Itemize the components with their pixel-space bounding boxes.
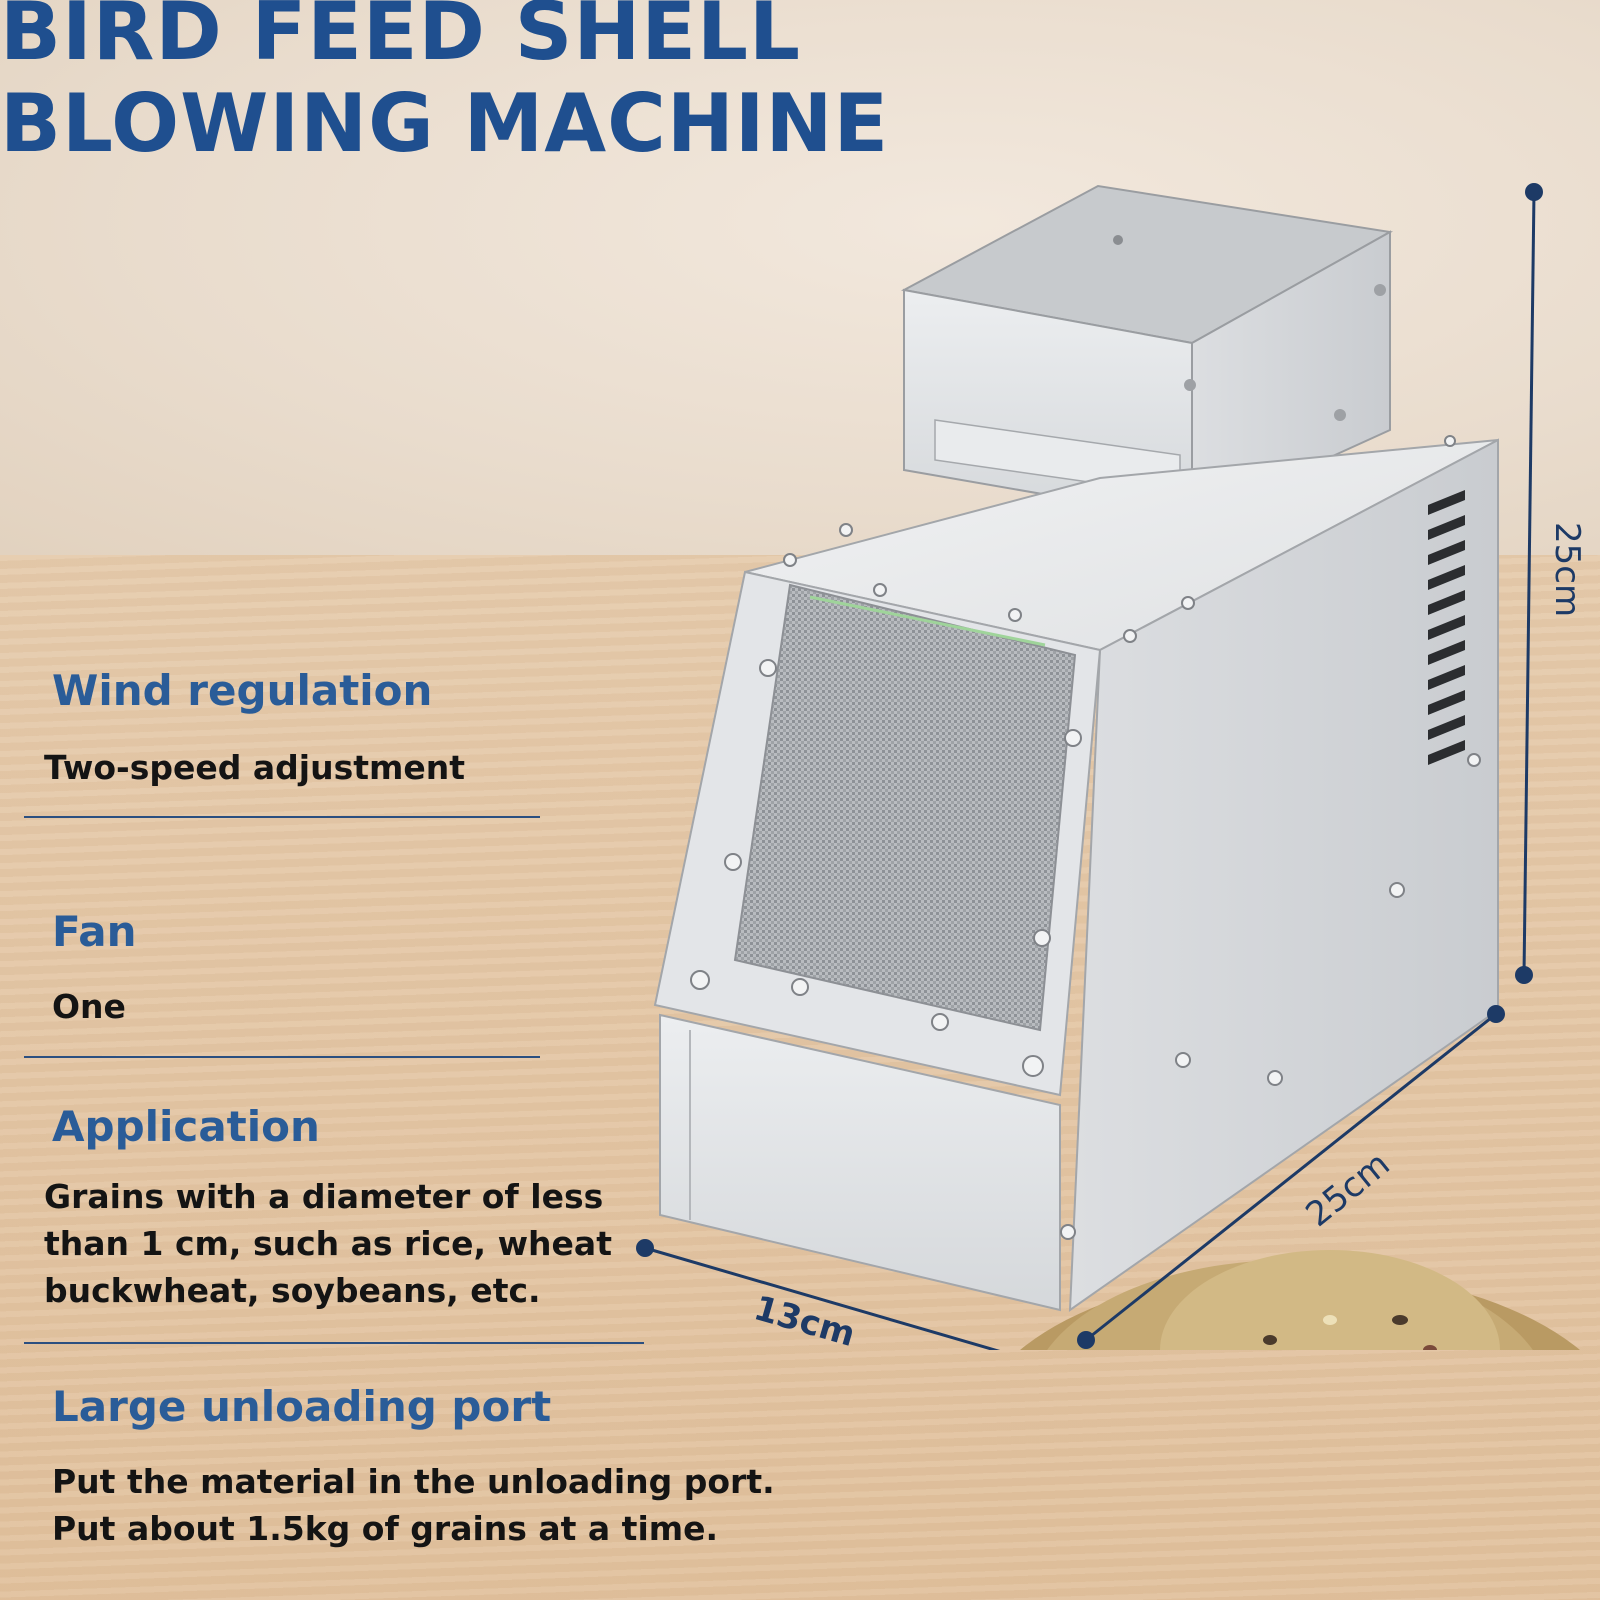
width-dimension-label: 13cm xyxy=(750,1288,860,1350)
spec-value-unloading-port: Put the material in the unloading port. … xyxy=(52,1458,775,1552)
height-dimension-label: 25cm xyxy=(1547,522,1587,617)
application-line-3: buckwheat, soybeans, etc. xyxy=(44,1271,541,1310)
title-line-1: BIRD FEED SHELL xyxy=(0,0,801,78)
spec-heading-wind-regulation: Wind regulation xyxy=(52,666,433,715)
machine-body xyxy=(653,435,1499,1312)
title-line-2: BLOWING MACHINE xyxy=(0,77,890,170)
spec-value-fan: One xyxy=(52,987,126,1026)
spec-value-wind-regulation: Two-speed adjustment xyxy=(44,748,466,787)
divider xyxy=(24,816,540,818)
divider xyxy=(24,1342,644,1344)
unloading-line-1: Put the material in the unloading port. xyxy=(52,1462,775,1501)
spec-value-application: Grains with a diameter of less than 1 cm… xyxy=(44,1173,612,1314)
spec-heading-application: Application xyxy=(52,1102,320,1151)
product-title: BIRD FEED SHELL BLOWING MACHINE xyxy=(0,0,889,170)
hopper xyxy=(901,184,1394,522)
dimension-lines xyxy=(636,183,1543,1350)
application-line-1: Grains with a diameter of less xyxy=(44,1177,604,1216)
divider xyxy=(24,1056,540,1058)
spec-heading-fan: Fan xyxy=(52,907,137,956)
machine-illustration: 25cm 25cm 13cm xyxy=(636,183,1587,1350)
spec-heading-unloading-port: Large unloading port xyxy=(52,1382,552,1431)
application-line-2: than 1 cm, such as rice, wheat xyxy=(44,1224,612,1263)
unloading-line-2: Put about 1.5kg of grains at a time. xyxy=(52,1509,719,1548)
grain-pile xyxy=(1020,1250,1580,1350)
